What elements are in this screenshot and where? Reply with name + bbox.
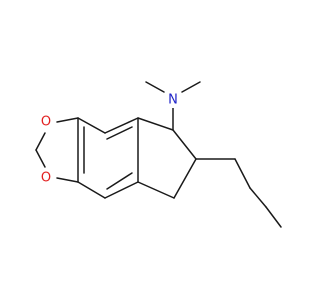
- molecule-structure: N O O: [35, 81, 282, 228]
- bond-ring-double-2: [106, 172, 133, 190]
- nitrogen-label: N: [168, 93, 178, 108]
- bond-ring-c3-c4: [104, 181, 139, 199]
- nitrogen-atom: N: [165, 92, 181, 108]
- bond-c5-o-bottom: [56, 177, 79, 183]
- bond-c8-c9: [173, 158, 197, 199]
- bond-ring-c6-c1: [77, 117, 106, 134]
- bond-c6-o-top: [56, 117, 79, 123]
- bond-c7-c8: [172, 129, 197, 160]
- bond-o-bottom-ch2: [35, 149, 46, 168]
- bond-o-top-ch2: [35, 132, 46, 151]
- bond-ring-double-1: [106, 126, 133, 140]
- bond-butyl-1-2: [234, 158, 251, 189]
- bond-c2-c7: [137, 117, 174, 131]
- atom-labels: N O O: [38, 92, 181, 186]
- oxygen-top-label: O: [41, 115, 51, 130]
- oxygen-bottom-label: O: [41, 171, 51, 186]
- oxygen-atom-bottom: O: [38, 170, 54, 186]
- bond-ring-c1-c2: [104, 117, 139, 134]
- oxygen-atom-top: O: [38, 114, 54, 130]
- bond-ring-c4-c5: [77, 181, 106, 199]
- bond-butyl-3-4: [265, 206, 282, 228]
- bond-butyl-2-3: [249, 187, 267, 208]
- bond-c9-c3: [137, 181, 175, 199]
- bond-n-methyl-right: [181, 81, 201, 93]
- bonds: [35, 81, 282, 228]
- bond-n-methyl-left: [145, 81, 165, 93]
